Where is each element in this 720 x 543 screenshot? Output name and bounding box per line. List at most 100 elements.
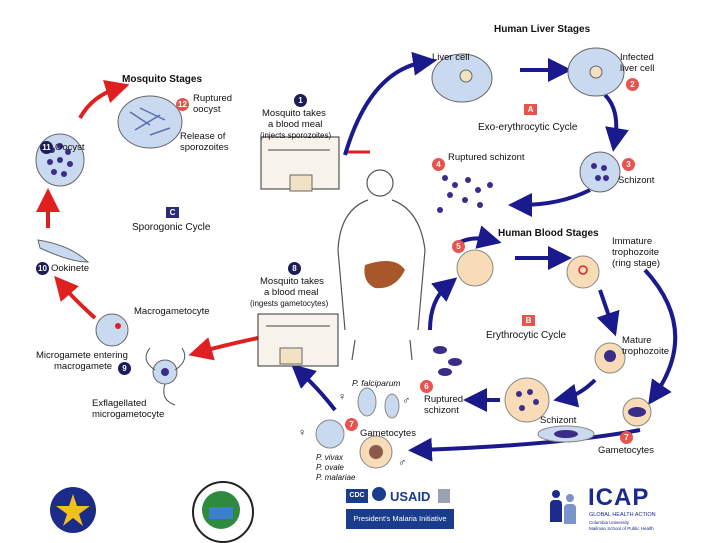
arrow-mature-to-schizont bbox=[553, 378, 597, 408]
step-10-label: Ookinete bbox=[51, 263, 90, 274]
macrogametocyte-label: Macrogametocyte bbox=[134, 306, 210, 317]
step-1-badge: 1 bbox=[294, 94, 307, 107]
immature-line1: Immature bbox=[612, 236, 653, 247]
arrow-zygote-to-ookinete bbox=[54, 275, 97, 320]
liver bbox=[364, 261, 405, 289]
header-human-blood-stages: Human Blood Stages bbox=[498, 228, 599, 239]
usaid-logo: USAID bbox=[390, 489, 431, 504]
ruptured-oocyst bbox=[117, 95, 183, 149]
step-6-line1: Ruptured bbox=[424, 394, 464, 405]
arrow-oocyst-to-ruptured bbox=[78, 80, 130, 119]
arrow-infected-to-schizont bbox=[603, 93, 629, 152]
exflagellated-line2: microgametocyte bbox=[92, 409, 165, 420]
step-7-badge: 7 bbox=[620, 431, 633, 444]
species-malariae: P. malariae bbox=[316, 473, 356, 482]
liver-cell-label: Liver cell bbox=[432, 52, 470, 63]
arrow-gametocyte-to-mosquito bbox=[291, 364, 337, 412]
cycle-b-badge: B bbox=[522, 315, 535, 326]
macrogamete bbox=[95, 313, 129, 347]
header-mosquito-stages: Mosquito Stages bbox=[122, 74, 203, 85]
step-12-line4: sporozoites bbox=[180, 142, 229, 153]
step-11-badge: 11 bbox=[40, 141, 53, 154]
arrow-immature-to-mature bbox=[596, 289, 620, 337]
icap-figures-icon bbox=[548, 488, 582, 526]
blood-schizont-rbc bbox=[504, 377, 550, 423]
vivax-female bbox=[315, 419, 345, 449]
arrow-gametocyte-down bbox=[408, 428, 641, 462]
icap-tagline: GLOBAL HEALTH ACTION bbox=[589, 512, 656, 518]
step-3-label: Schizont bbox=[618, 175, 655, 186]
exflagellated-line1: Exflagellated bbox=[92, 398, 147, 409]
species-falciparum: P. falciparum bbox=[352, 378, 401, 388]
cycle-sporogonic-label: Sporogonic Cycle bbox=[132, 222, 211, 233]
ruptured-schizont-merozoites bbox=[437, 175, 493, 213]
species-vivax: P. vivax bbox=[316, 453, 343, 462]
step-2-line2: liver cell bbox=[620, 63, 655, 74]
arrow-ruptured-to-merozoite bbox=[428, 277, 458, 331]
step-7-left-label: Gametocytes bbox=[360, 428, 416, 439]
blood-schizont-label: Schizont bbox=[540, 415, 577, 426]
cycle-exo-erythrocytic-label: Exo-erythrocytic Cycle bbox=[478, 122, 578, 133]
icap-sub2: Mailman School of Public Health bbox=[589, 526, 654, 531]
merozoite-rbc bbox=[456, 249, 494, 287]
arrow-to-liver bbox=[343, 51, 437, 156]
header-human-liver-stages: Human Liver Stages bbox=[494, 24, 591, 35]
female-symbol-1: ♀ bbox=[338, 391, 347, 403]
male-symbol-2: ♂ bbox=[398, 457, 407, 469]
step-9-badge: 9 bbox=[118, 362, 131, 375]
arrow-mosquito-to-gametes bbox=[188, 336, 259, 361]
icap-wordmark: ICAP bbox=[588, 484, 650, 511]
step-2-badge: 2 bbox=[626, 78, 639, 91]
step-10-badge: 10 bbox=[36, 262, 49, 275]
usaid-seal-icon bbox=[372, 487, 386, 501]
step-1-line1: Mosquito takes bbox=[262, 108, 326, 119]
step-4-label: Ruptured schizont bbox=[448, 152, 525, 163]
mature-line2: trophozoite bbox=[622, 346, 670, 357]
female-symbol-2: ♀ bbox=[298, 427, 307, 439]
human-figure bbox=[337, 169, 426, 361]
step-4-badge: 4 bbox=[432, 158, 445, 171]
step-8-line1: Mosquito takes bbox=[260, 276, 324, 287]
step-1-line3: (injects sporozoites) bbox=[260, 131, 332, 140]
immature-line3: (ring stage) bbox=[612, 258, 661, 269]
step-9-line1: Microgamete entering bbox=[36, 350, 128, 361]
step-5-badge: 5 bbox=[452, 240, 465, 253]
liver-schizont bbox=[579, 151, 621, 193]
arrow-schizont-to-release bbox=[508, 188, 591, 217]
cycle-a-badge: A bbox=[524, 104, 537, 115]
male-symbol-1: ♂ bbox=[402, 395, 411, 407]
icap-sub1: Columbia University bbox=[589, 520, 630, 525]
cdc-usaid-banner: CDC USAID bbox=[346, 487, 454, 507]
step-3-badge: 3 bbox=[622, 158, 635, 171]
seal-logo bbox=[192, 481, 254, 543]
species-ovale: P. ovale bbox=[316, 463, 344, 472]
hhs-eagle-icon bbox=[438, 489, 450, 503]
step-11-label: Oocyst bbox=[55, 142, 85, 153]
cycle-c-badge: C bbox=[166, 207, 179, 218]
immature-line2: trophozoite bbox=[612, 247, 660, 258]
step-7-label: Gametocytes bbox=[598, 445, 654, 456]
step-12-line1: Ruptured bbox=[193, 93, 233, 104]
step-7-left-badge: 7 bbox=[345, 418, 358, 431]
cdc-logo: CDC bbox=[346, 489, 368, 503]
step-6-line2: schizont bbox=[424, 405, 459, 416]
ookinete bbox=[37, 239, 90, 263]
step-1-line2: a blood meal bbox=[268, 119, 323, 130]
step-12-line3: Release of bbox=[180, 131, 226, 142]
falciparum-male bbox=[384, 393, 400, 419]
step-2-line1: Infected bbox=[620, 52, 654, 63]
ruptured-blood-schizont bbox=[433, 346, 462, 376]
pmi-banner: President's Malaria Initiative bbox=[346, 509, 454, 529]
falciparum-female bbox=[357, 387, 377, 417]
step-6-badge: 6 bbox=[420, 380, 433, 393]
step-8-badge: 8 bbox=[288, 262, 301, 275]
arrow-big-loop bbox=[643, 268, 678, 405]
ring-stage-rbc bbox=[566, 255, 600, 289]
step-8-line3: (ingests gametocytes) bbox=[250, 299, 329, 308]
step-12-line2: oocyst bbox=[193, 104, 221, 115]
star-emblem-logo bbox=[50, 487, 96, 533]
step-8-line2: a blood meal bbox=[264, 287, 319, 298]
cycle-erythrocytic-label: Erythrocytic Cycle bbox=[486, 330, 567, 341]
icap-logo: ICAP GLOBAL HEALTH ACTION Columbia Unive… bbox=[548, 484, 688, 532]
